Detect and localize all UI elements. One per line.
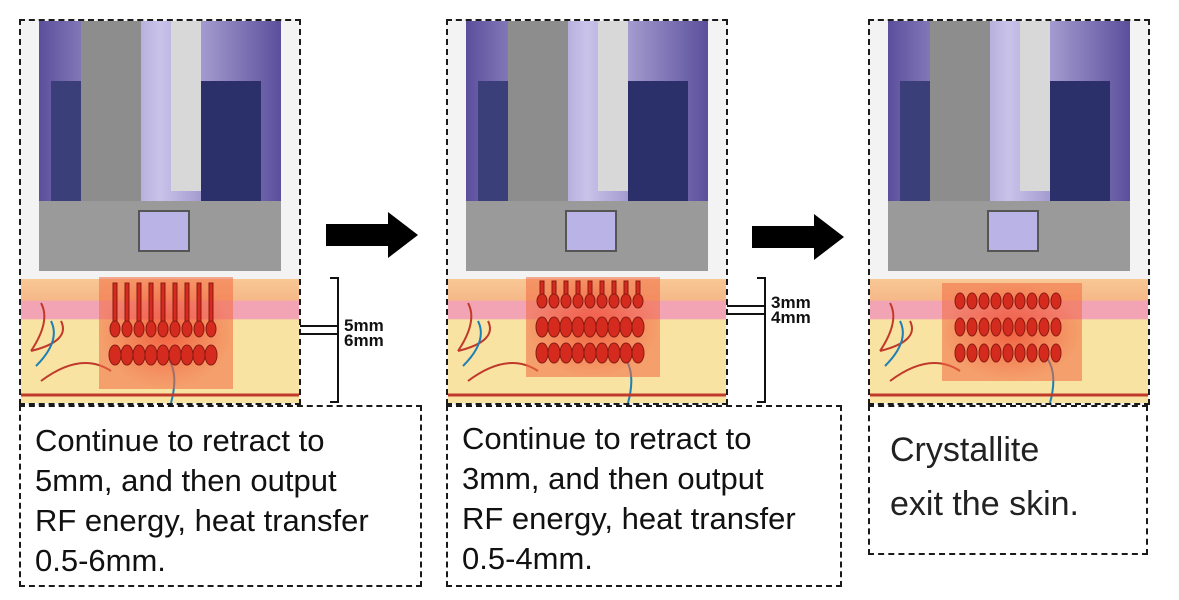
device-illustration-3 (868, 19, 1150, 405)
caption-2-line-3: RF energy, heat transfer (462, 501, 796, 536)
depth-label-4mm: 4mm (771, 308, 811, 327)
depth-label-5mm: 5mm (344, 316, 384, 335)
caption-2-line-1: Continue to retract to (462, 421, 752, 456)
caption-2: Continue to retract to 3mm, and then out… (462, 419, 830, 579)
caption-2-line-4: 0.5-4mm. (462, 541, 593, 576)
depth-label-3mm: 3mm (771, 293, 811, 312)
caption-2-line-2: 3mm, and then output (462, 461, 764, 496)
caption-3-line-1: Crystallite (890, 431, 1040, 469)
depth-bracket-2 (727, 277, 766, 403)
caption-1-line-3: RF energy, heat transfer (35, 503, 369, 538)
caption-3: Crystallite exit the skin. (890, 423, 1136, 531)
depth-label-6mm: 6mm (344, 331, 384, 350)
caption-3-line-2: exit the skin. (890, 485, 1079, 523)
device-illustration-1 (19, 19, 301, 405)
caption-1-line-2: 5mm, and then output (35, 463, 337, 498)
caption-1: Continue to retract to 5mm, and then out… (35, 421, 410, 581)
caption-box-3: Crystallite exit the skin. (868, 405, 1148, 555)
process-arrow-icon (326, 212, 418, 258)
caption-1-line-4: 0.5-6mm. (35, 543, 166, 578)
depth-bracket-1 (300, 277, 339, 403)
device-illustration-2 (446, 19, 728, 405)
caption-box-2: Continue to retract to 3mm, and then out… (446, 405, 842, 587)
caption-1-line-1: Continue to retract to (35, 423, 325, 458)
caption-box-1: Continue to retract to 5mm, and then out… (19, 405, 422, 587)
process-arrow-icon (752, 214, 844, 260)
